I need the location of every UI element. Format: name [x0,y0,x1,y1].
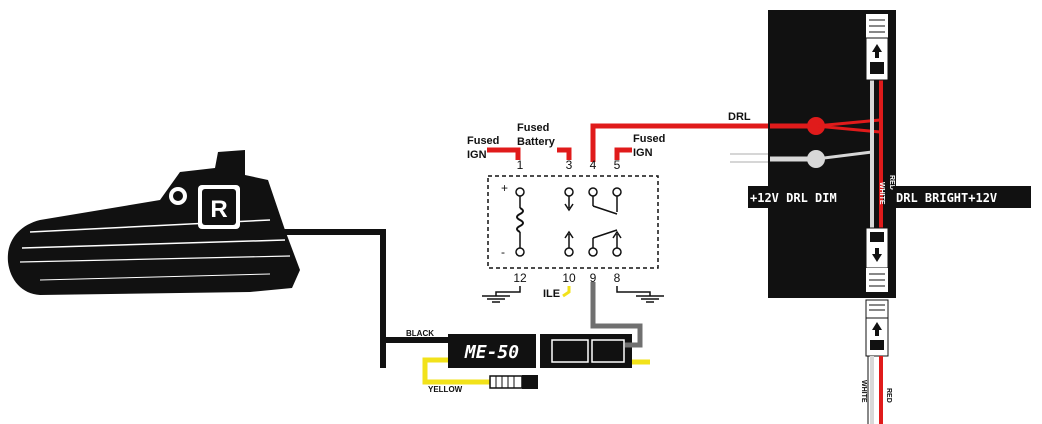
fused-battery-line2: Battery [517,136,556,148]
black-wire [283,229,450,368]
ground-symbol-pin12 [482,286,521,303]
yellow-wire-left [422,357,490,385]
yellow-wire-label: YELLOW [428,385,463,394]
relay-plus: + [501,181,508,195]
pin-4: 4 [590,158,597,172]
pin10-yellow-wire [562,286,571,298]
white-wire-label-lower: WHITE [860,380,867,403]
drl-label: DRL [728,111,751,123]
relay: + - [487,175,659,269]
grey-wire-pin9 [590,282,643,348]
ile-label: ILE [543,288,560,300]
pin5-wire [614,147,632,160]
pin-1: 1 [517,158,524,172]
red-wire-label-panel: RED [888,175,895,190]
module-label: ME-50 [464,342,519,363]
white-wire-label-panel: WHITE [878,182,885,205]
led-drl-panel: RED WHITE [768,10,896,298]
lower-drl-connector [865,299,889,424]
black-wire-label: BLACK [406,329,434,338]
drl-bright-label: DRL BRIGHT+12V [896,191,997,205]
headlight-switch-stalk: R [7,150,300,295]
pin1-wire [487,147,521,160]
pin-12: 12 [513,271,527,285]
knob-letter: R [210,196,227,223]
me50-module: ME-50 [448,334,632,368]
fused-battery-line1: Fused [517,122,549,134]
drl-dim-label: +12V DRL DIM [750,191,837,205]
pin3-wire [557,147,572,160]
relay-minus: - [501,245,505,259]
fused-ign-left-line1: Fused [467,135,499,147]
pin-9: 9 [590,271,597,285]
pin-10: 10 [562,271,576,285]
white-wire-in [730,153,770,163]
pin-3: 3 [566,158,573,172]
pin-8: 8 [614,271,621,285]
fused-ign-left-line2: IGN [467,149,487,161]
yellow-wire-connector [489,375,538,389]
fused-ign-right-line1: Fused [633,133,665,145]
fused-ign-right-line2: IGN [633,147,653,159]
ground-symbol-pin8 [616,286,664,303]
pin-5: 5 [614,158,621,172]
red-wire-label-lower: RED [885,388,892,403]
